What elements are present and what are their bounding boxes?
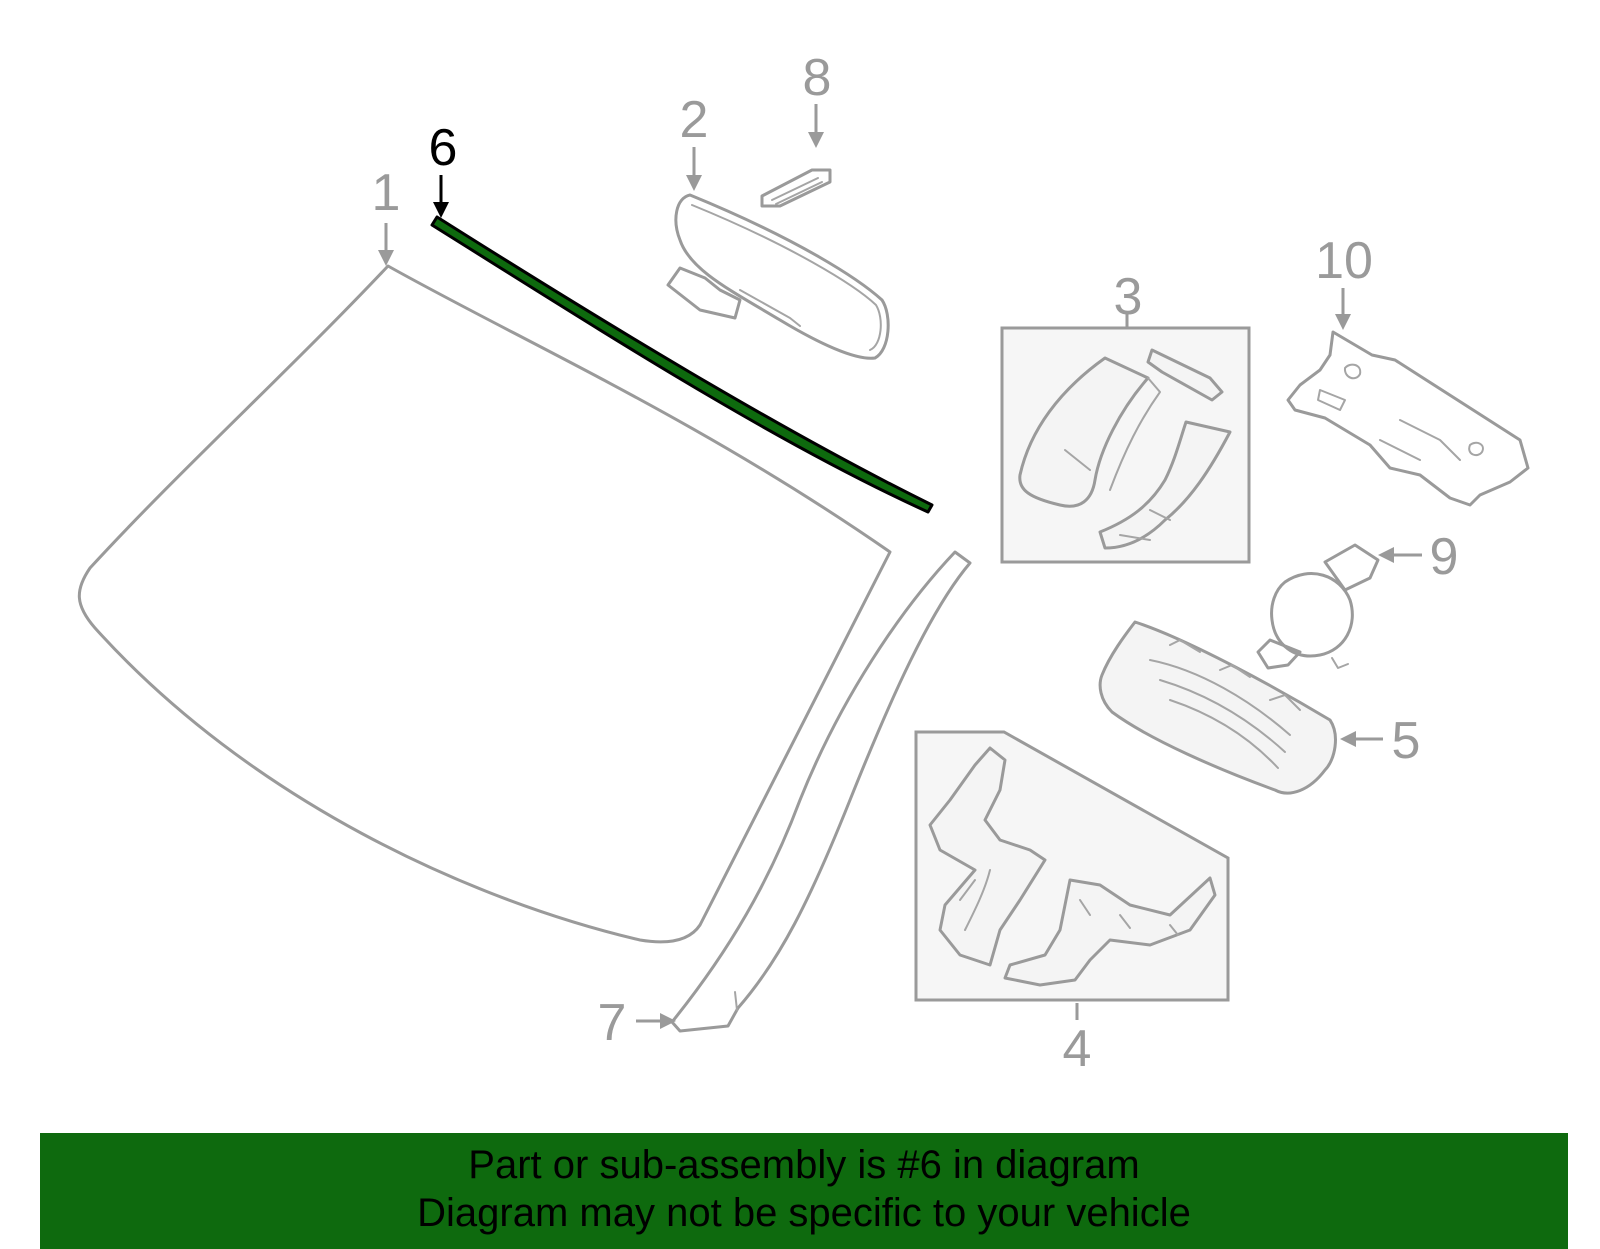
callout-10: 10	[1315, 232, 1373, 290]
part-3-cover-kit[interactable]	[1000, 326, 1251, 564]
leader-8	[808, 104, 824, 148]
leader-10	[1335, 288, 1351, 330]
part-10-bracket[interactable]	[1286, 330, 1530, 507]
callout-1: 1	[372, 164, 401, 222]
callout-7: 7	[598, 994, 627, 1052]
callout-5: 5	[1392, 712, 1421, 770]
part-6-molding[interactable]	[430, 215, 934, 514]
callout-6: 6	[429, 119, 458, 177]
leader-6	[433, 175, 449, 218]
leader-7	[636, 1013, 676, 1029]
callout-2: 2	[680, 91, 709, 149]
part-1-windshield[interactable]	[77, 264, 892, 944]
leader-5	[1340, 731, 1383, 747]
callout-9: 9	[1430, 528, 1459, 586]
callout-3: 3	[1114, 268, 1143, 326]
part-7-pillar-trim[interactable]	[670, 550, 972, 1033]
callout-4: 4	[1063, 1020, 1092, 1078]
banner-line-2: Diagram may not be specific to your vehi…	[417, 1191, 1191, 1235]
leader-2	[686, 147, 702, 191]
info-banner: Part or sub-assembly is #6 in diagram Di…	[40, 1133, 1568, 1249]
part-5-cover[interactable]	[1098, 620, 1337, 795]
leader-9	[1378, 547, 1422, 563]
part-2-mirror[interactable]	[666, 193, 890, 360]
part-4-cover-kit[interactable]	[914, 730, 1230, 1002]
part-9-sensor[interactable]	[1256, 543, 1380, 670]
callout-8: 8	[803, 49, 832, 107]
leader-1	[378, 223, 394, 266]
part-8-clip[interactable]	[760, 168, 832, 208]
banner-line-1: Part or sub-assembly is #6 in diagram	[468, 1143, 1140, 1187]
